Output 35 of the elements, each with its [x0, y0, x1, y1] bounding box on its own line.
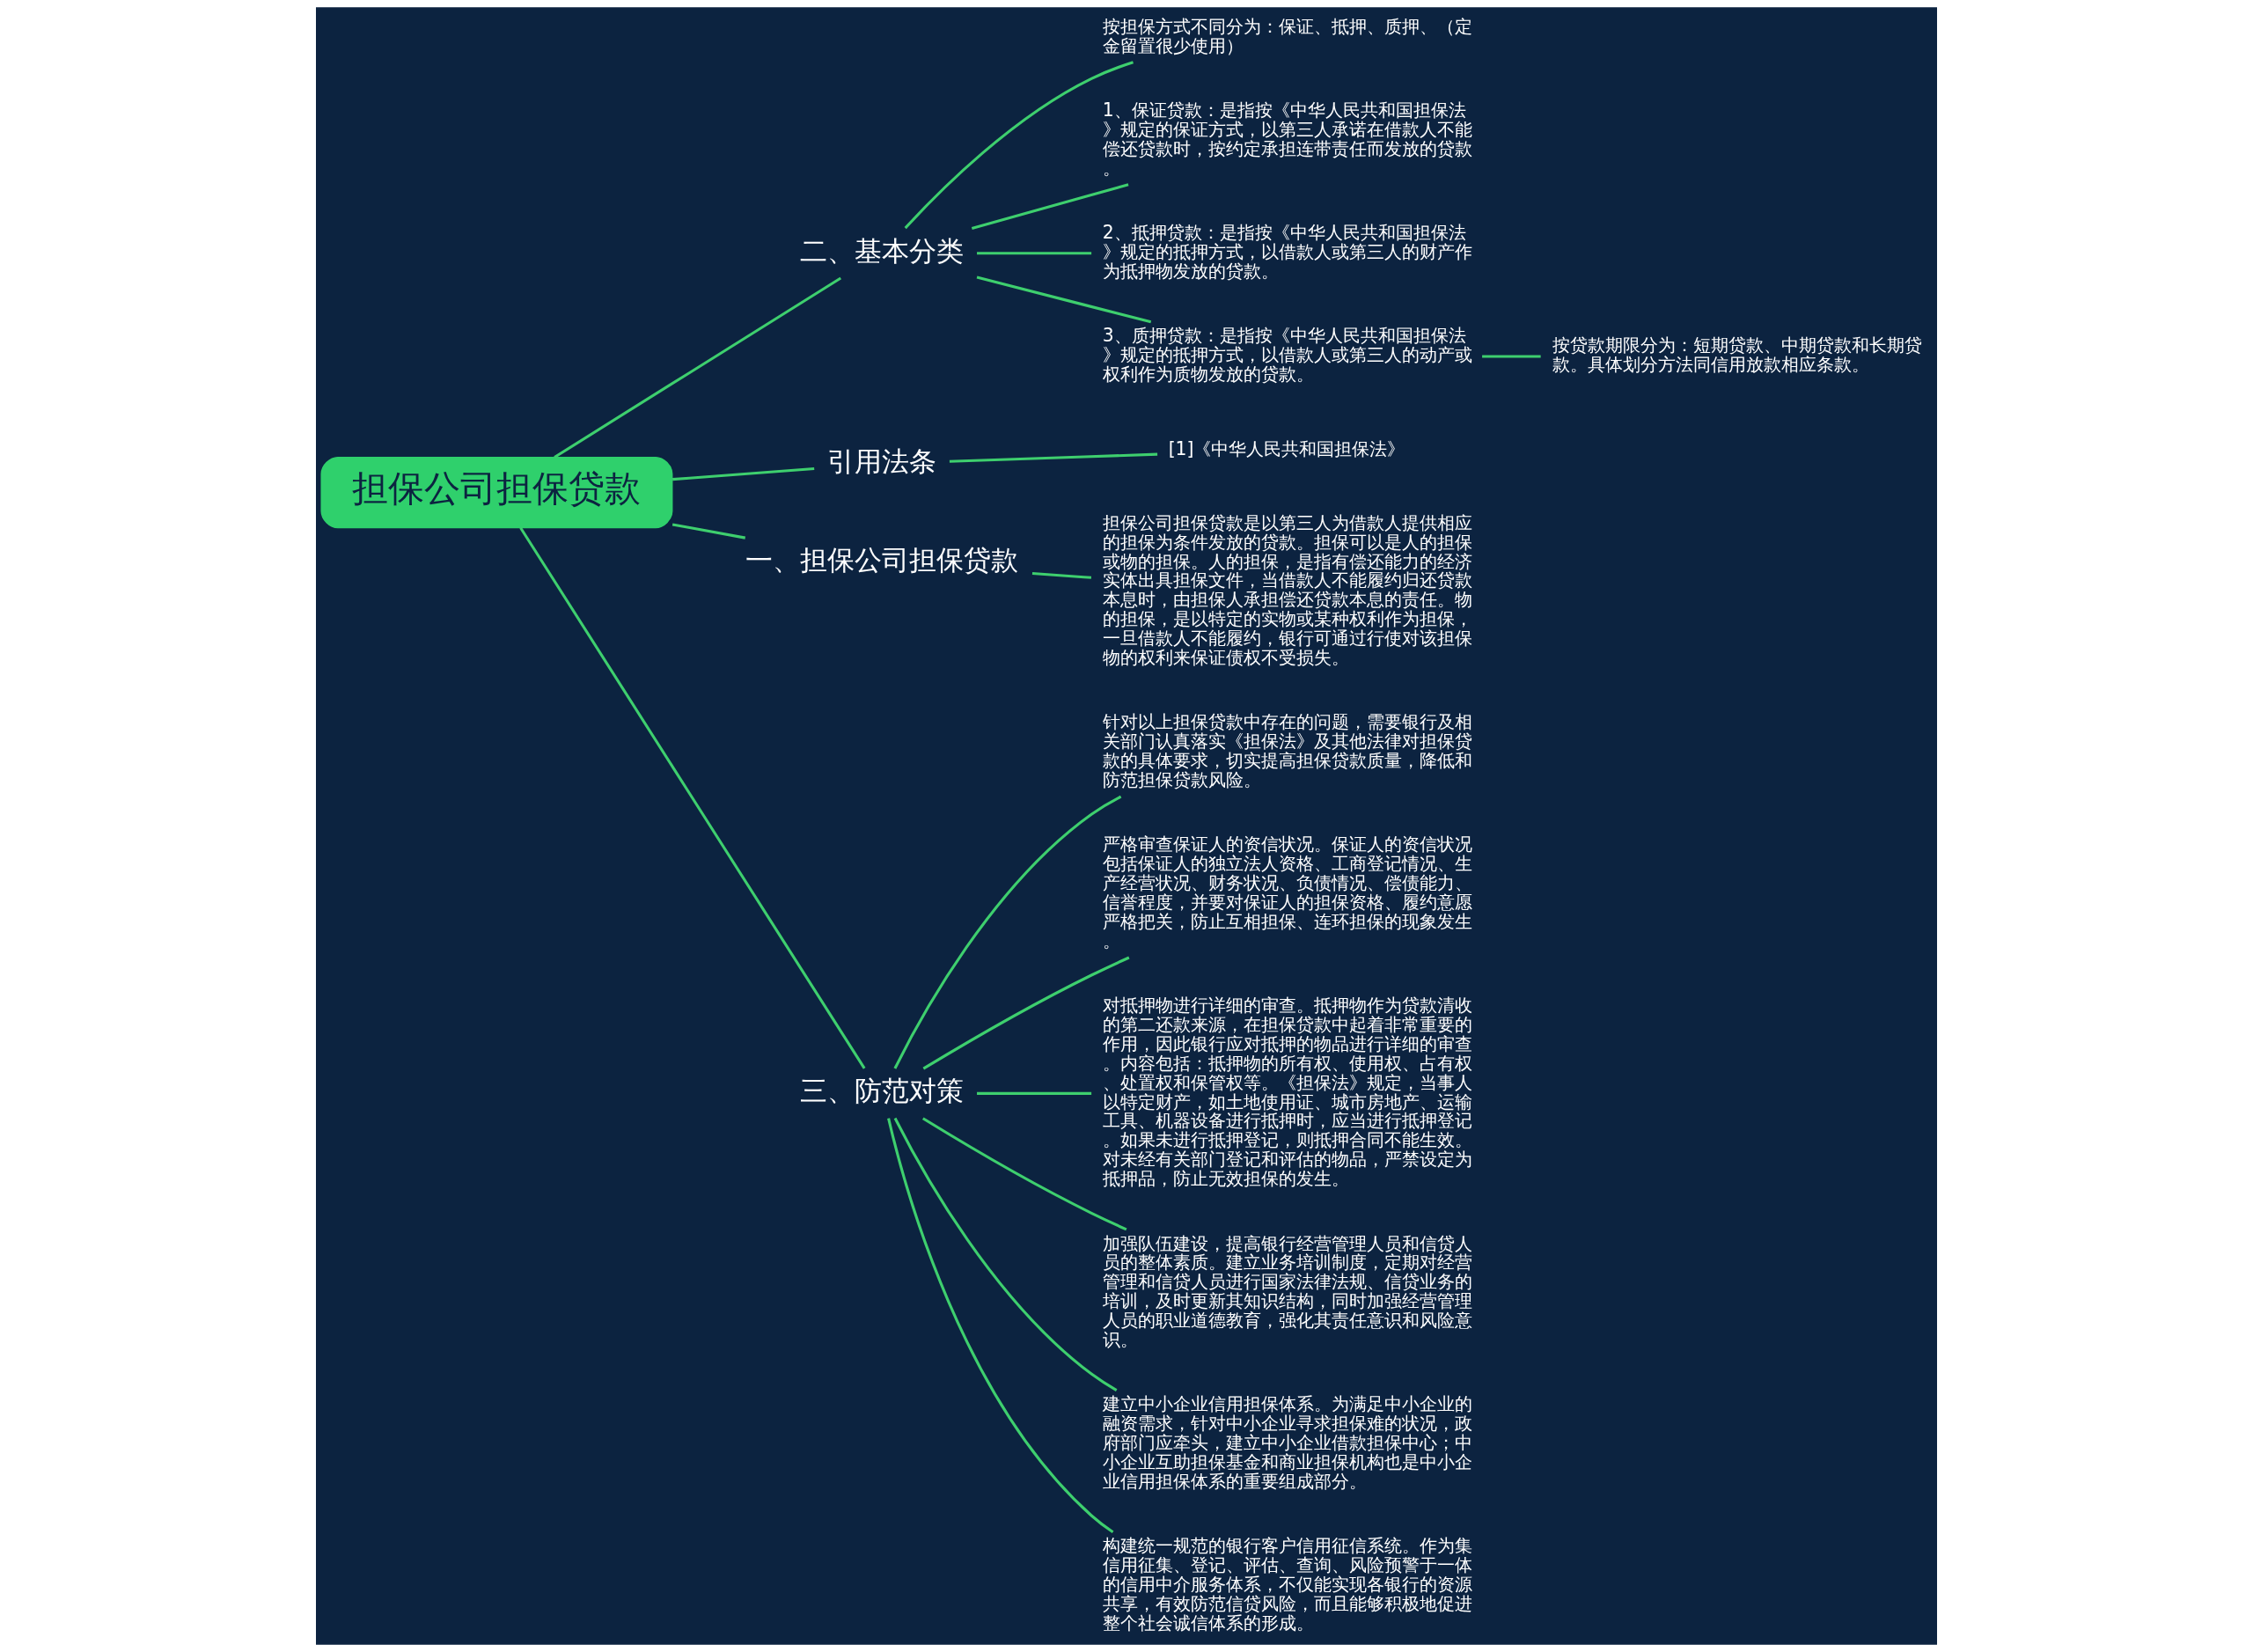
node-text: [1]《中华人民共和国担保法》 [1168, 437, 1405, 459]
connector [977, 252, 1092, 255]
connector [893, 1117, 1118, 1391]
connector [893, 795, 1122, 1069]
connector [554, 276, 842, 459]
connector [977, 1091, 1092, 1095]
node-text: 二、基本分类 [799, 234, 964, 267]
connector [519, 526, 866, 1069]
connector [949, 452, 1158, 463]
node-text: 2、抵押贷款：是指按《中华人民共和国担保法》规定的抵押方式，以借款人或第三人的财产作为抵押物发放的贷款。 [1102, 222, 1472, 282]
node-text: 加强队伍建设，提高银行经营管理人员和信贷人员的整体素质。建立业务培训制度，定期对经营管理和信贷人员进行国家法律法规、信贷业务的培训，及时更新其知识结构，同时加强经营管理人员的职业道德教育，强化其责任意识和风险意识。 [1102, 1232, 1472, 1350]
connector [1031, 571, 1092, 579]
node-text: 3、质押贷款：是指按《中华人民共和国担保法》规定的抵押方式，以借款人或第三人的动产或权利作为质物发放的贷款。 [1102, 325, 1472, 385]
node-text: 按担保方式不同分为：保证、抵押、质押、（定金留置很少使用） [1102, 15, 1472, 56]
node-text: 针对以上担保贷款中存在的问题，需要银行及相关部门认真落实《担保法》及其他法律对担保贷款的具体要求，切实提高担保贷款质量，降低和防范担保贷款风险。 [1102, 711, 1472, 791]
connector [1482, 355, 1541, 358]
node-text: 三、防范对策 [799, 1075, 964, 1107]
node-text: 引用法条 [826, 444, 936, 477]
node-text: 对抵押物进行详细的审查。抵押物作为贷款清收的第二还款来源，在担保贷款中起着非常重要的作用，因此银行应对抵押的物品进行详细的审查。内容包括：抵押物的所有权、使用权、占有权、处置权和保管权等。《担保法》规定，当事人以特定财产，如土地使用证、城市房地产、运输工具、机器设备进行抵押时，应当进行抵押登记。如果未进行抵押登记，则抵押合同不能生效。对未经有关部门登记和评估的物品，严禁设定为抵押品，防止无效担保的发生。 [1102, 995, 1472, 1190]
node-text: 担保公司担保贷款是以第三人为借款人提供相应的担保为条件发放的贷款。担保可以是人的担保或物的担保。人的担保，是指有偿还能力的经济实体出具担保文件，当借款人不能履约归还贷款本息时，由担保人承担偿还贷款本息的责任。物的担保，是以特定的实物或某种权利作为担保，一旦借款人不能履约，银行可通过行使对该担保物的权利来保证债权不受损失。 [1102, 511, 1472, 668]
connector [922, 956, 1130, 1070]
node-text: 构建统一规范的银行客户信用征信系统。作为集信用征集、登记、评估、查询、风险预警于一体的信用中介服务体系，不仅能实现各银行的资源共享，有效防范信贷风险，而且能够积极地促进整个社会诚信体系的形成。 [1102, 1535, 1472, 1634]
node-text: 建立中小企业信用担保体系。为满足中小企业的融资需求，针对中小企业寻求担保难的状况，政府部门应牵头，建立中小企业借款担保中心；中小企业互助担保基金和商业担保机构也是中小企业信用担保体系的重要组成部分。 [1102, 1393, 1472, 1492]
connector [672, 466, 815, 481]
node-text: 一、担保公司担保贷款 [745, 544, 1018, 576]
node-box: 担保公司担保贷款 [320, 457, 673, 529]
connector [921, 1117, 1127, 1231]
node-text: 按贷款期限分为：短期贷款、中期贷款和长期贷款。具体划分方法同信用放款相应条款。 [1552, 334, 1922, 376]
connector [904, 61, 1134, 230]
connector [887, 1118, 1114, 1533]
node-text: 1、保证贷款：是指按《中华人民共和国担保法》规定的保证方式，以第三人承诺在借款人不能偿还贷款时，按约定承担连带责任而发放的贷款。 [1102, 99, 1472, 179]
connector [671, 523, 746, 540]
connector [971, 183, 1129, 230]
connector [976, 275, 1152, 324]
node-text: 严格审查保证人的资信状况。保证人的资信状况包括保证人的独立法人资格、工商登记情况、生产经营状况、财务状况、负债情况、偿债能力、信誉程度，并要对保证人的担保资格、履约意愿严格把关，防止互相担保、连环担保的现象发生。 [1102, 833, 1472, 951]
